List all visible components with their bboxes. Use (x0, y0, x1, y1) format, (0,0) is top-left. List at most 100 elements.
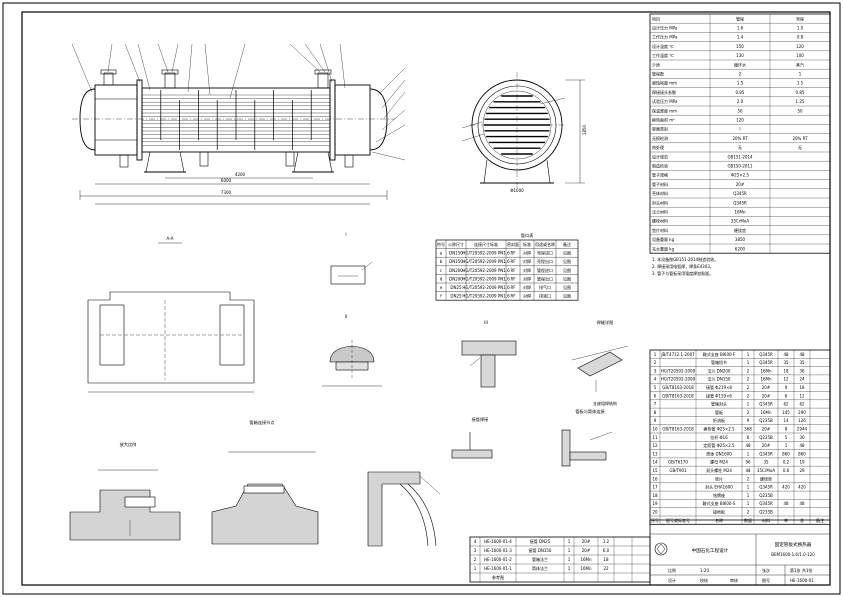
weld-detail-view (461, 340, 517, 388)
table-cell: 145 (782, 410, 790, 415)
table-cell: 6 (654, 393, 657, 398)
table-cell: 2 (747, 410, 750, 415)
table-cell: 14 (652, 460, 658, 465)
table-cell: 壳程出口 (537, 258, 553, 264)
table-cell: 管程出口 (537, 275, 553, 281)
table-cell: 蒸汽 (796, 61, 804, 67)
table-cell: 壳程进口 (537, 250, 553, 256)
shell-outlet-nozzle (317, 72, 329, 89)
detail-i-view (330, 261, 373, 285)
leader-line (539, 97, 566, 105)
table-cell: Q345R (759, 352, 773, 357)
weld-plate-horizontal (461, 340, 517, 356)
table-cell: HG/T20592-2009 PN1.6 (462, 259, 510, 264)
table-cell: 5 (654, 385, 657, 390)
table-cell: 48 (799, 501, 805, 506)
table-cell: 18 (799, 385, 805, 390)
shell-length-dim: 6000 (221, 178, 232, 183)
table-cell: 对焊 (523, 284, 531, 290)
weld-detail-right (571, 345, 629, 392)
leader-line (381, 109, 406, 131)
table-cell: DN200 (449, 268, 463, 273)
table-cell: 换热管 Φ25×2.5 (703, 426, 735, 432)
table-cell: 2.0 (737, 99, 744, 104)
head-curve (399, 483, 429, 547)
table-cell: 2 (747, 476, 750, 481)
title-label-sheet: 张次 (762, 567, 770, 573)
table-cell: Q235B (759, 493, 773, 498)
table-cell: GB/T8163-2018 (662, 393, 694, 398)
table-cell: 螺栓材料 (652, 218, 668, 224)
shell-inlet-flange (161, 69, 179, 75)
table-cell: 9 (747, 418, 750, 423)
table-cell: 1.5 (797, 81, 804, 86)
flange-detail-2 (211, 451, 319, 545)
table-cell: 20 (652, 510, 658, 515)
table-cell: 12 (799, 393, 805, 398)
table-cell: c (440, 268, 442, 273)
table-cell: 见图 (563, 258, 571, 264)
table-cell: 1 (747, 451, 750, 456)
table-cell: 制造检验 (652, 163, 668, 169)
table-cell: HG/T20592-2009 PN1.6 (462, 251, 510, 256)
table-cell: 8 (654, 410, 657, 415)
table-cell: 16Mn (760, 377, 772, 382)
table-cell: 工作温度 ℃ (652, 52, 674, 58)
table-cell: 拉杆 Φ16 (710, 434, 728, 440)
table-cell: 对焊 (523, 293, 531, 299)
table-cell: 0.8 (797, 35, 804, 40)
leader-line (319, 43, 333, 83)
table-cell: HG/T20592-2009 (661, 368, 696, 373)
table-cell: Q235B (759, 510, 773, 515)
table-cell: RF (510, 268, 516, 273)
table-cell: 16Mn (760, 410, 772, 415)
weld-line (571, 345, 629, 361)
leader-line (383, 91, 406, 119)
leader-line (461, 121, 483, 129)
table-cell: 0.2 (783, 460, 790, 465)
leader-line (124, 43, 141, 83)
leader-line (375, 124, 406, 143)
plate-outline (87, 291, 255, 384)
flange-face (243, 485, 285, 494)
table-cell: 6200 (735, 246, 746, 251)
leader-line (469, 357, 481, 367)
table-cell: 0.85 (796, 90, 805, 95)
table-cell: 无损检测 (652, 135, 668, 141)
table-cell: 参考图 (492, 574, 504, 580)
table-cell: 5 (785, 435, 788, 440)
table-cell: 1 (747, 360, 750, 365)
table-cell: 接管 Φ219×8 (706, 384, 732, 390)
drawing-model: BEM1600-1.6/1.0-120 (771, 552, 815, 557)
detail-i-plate (330, 265, 366, 285)
table-cell: 62 (783, 402, 789, 407)
table-cell: 9 (785, 385, 788, 390)
weld-bevel (577, 351, 623, 377)
table-cell: 126 (798, 418, 806, 423)
table-cell: 16Mn (580, 557, 592, 562)
weld-plate-vertical (480, 354, 496, 388)
table-cell: 2944 (797, 427, 808, 432)
table-cell: GB151-2014 (727, 154, 753, 159)
table-cell: 1 (747, 352, 750, 357)
head-section (367, 471, 421, 547)
table-cell: GB150-2011 (727, 164, 753, 169)
nozzle-weld-small (451, 432, 493, 459)
design-note: 1. 本设备按GB151-2014制造验收。 (652, 256, 718, 262)
table-cell: 50 (797, 108, 803, 113)
table-cell: 管箱法兰 (532, 556, 548, 562)
table-cell: 管箱封头 (711, 401, 727, 407)
table-cell: HE-1600-01-3 (484, 548, 512, 553)
leader-line (187, 43, 193, 93)
table-cell: GB/T8163-2018 (662, 385, 694, 390)
table-cell: 35CrMoA (757, 468, 775, 473)
section-aa-view (87, 291, 255, 393)
table-cell: 48 (745, 443, 751, 448)
table-cell: 排气口 (539, 284, 551, 290)
flange-detail-2-title: 管箱连接节点 (249, 419, 274, 426)
table-cell: 130 (736, 53, 744, 58)
title-scale-value: 1:20 (700, 568, 709, 573)
flange-hub-section (211, 483, 319, 545)
table-cell: 管子规格 (652, 172, 668, 178)
